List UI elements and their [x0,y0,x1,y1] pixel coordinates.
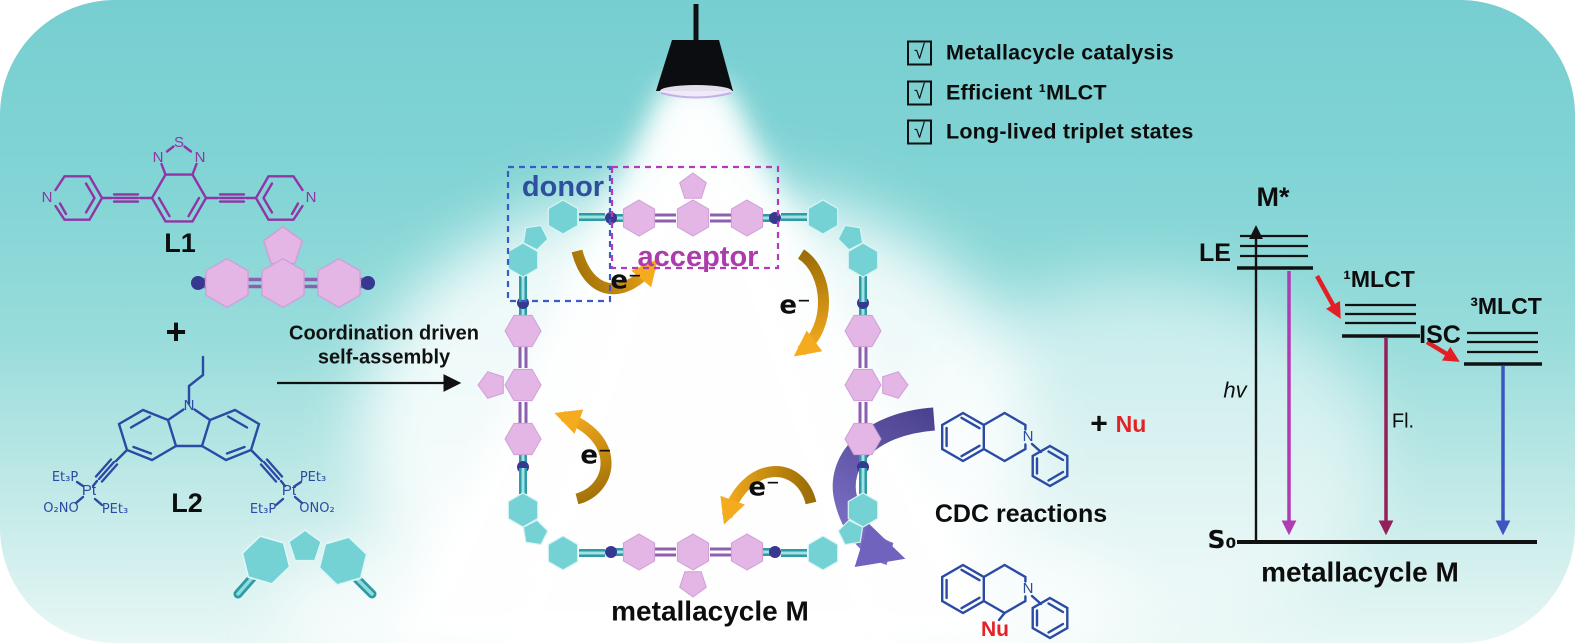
excited-state-label: M* [1256,181,1290,212]
electron-label: e⁻ [779,290,811,321]
l2-cartoon [233,529,377,599]
energy-diagram [1237,225,1542,544]
thiq-reactant [941,411,1069,488]
ligand-label-pet3: PEt₃ [101,502,129,518]
l1-label: L1 [164,227,196,258]
acceptor-label: acceptor [637,240,759,273]
mlct3-label: ³MLCT [1470,292,1542,319]
atom-label-n: N [1022,580,1034,598]
lamp-icon [656,4,733,99]
atom-label-n: N [305,189,317,207]
fluorescence-label: Fl. [1391,410,1415,433]
hv-label: hv [1223,377,1247,403]
isc-label: ISC [1419,320,1461,349]
ligand-label-et3p: Et₃P [51,470,79,486]
donor-label: donor [521,170,605,203]
checklist-item-label: Metallacycle catalysis [946,40,1174,65]
ground-state-label: S₀ [1207,524,1237,554]
acceptor-box [610,165,780,270]
atom-label-n: N [183,397,195,415]
checklist-item-label: Long-lived triplet states [946,119,1194,144]
metallacycle-caption: metallacycle M [611,595,809,627]
cdc-reactions-label: CDC reactions [934,499,1108,528]
le-label: LE [1199,238,1231,267]
atom-label-n: N [41,189,53,207]
atom-label-s: S [173,134,185,152]
l2-label: L2 [171,487,203,518]
atom-label-n: N [194,149,206,167]
mlct1-label: ¹MLCT [1343,265,1415,292]
atom-label-pt: Pt [281,482,297,500]
nucleophile-label: Nu [1115,410,1147,437]
atom-label-n: N [152,149,164,167]
plus-sign: + [165,311,187,353]
checkbox-icon: √ [907,119,932,145]
electron-label: e⁻ [610,265,642,296]
checklist-item-2: √ Efficient ¹MLCT [907,80,1107,106]
ligand-label-ono2: ONO₂ [299,501,335,517]
atom-label-pt: Pt [81,482,97,500]
checkbox-icon: √ [907,80,932,106]
ligand-label-o2no: O₂NO [43,501,79,517]
ligand-label-et3p: Et₃P [249,502,277,518]
checklist-item-1: √ Metallacycle catalysis [907,40,1174,66]
nucleophile-product-label: Nu [981,617,1009,641]
energy-diagram-caption: metallacycle M [1261,556,1459,588]
electron-arrows [554,249,829,525]
electron-label: e⁻ [580,440,612,471]
assembly-caption: Coordination driven self-assembly [289,322,479,369]
ligand-label-pet3: PEt₃ [299,470,327,486]
l1-cartoon [191,225,375,308]
assembly-caption-line2: self-assembly [317,346,451,368]
atom-label-n: N [1022,428,1034,446]
l1-structure [54,145,304,223]
assembly-caption-line1: Coordination driven [289,322,479,345]
checkbox-icon: √ [907,40,932,66]
thiq-product [941,563,1069,640]
electron-label: e⁻ [748,472,780,503]
checklist-item-label: Efficient ¹MLCT [946,80,1107,105]
plus-sign: + [1090,407,1108,441]
cdc-arrow [832,407,936,568]
checklist-item-3: √ Long-lived triplet states [907,119,1194,145]
l2-structure [74,355,304,507]
donor-box [506,165,612,303]
